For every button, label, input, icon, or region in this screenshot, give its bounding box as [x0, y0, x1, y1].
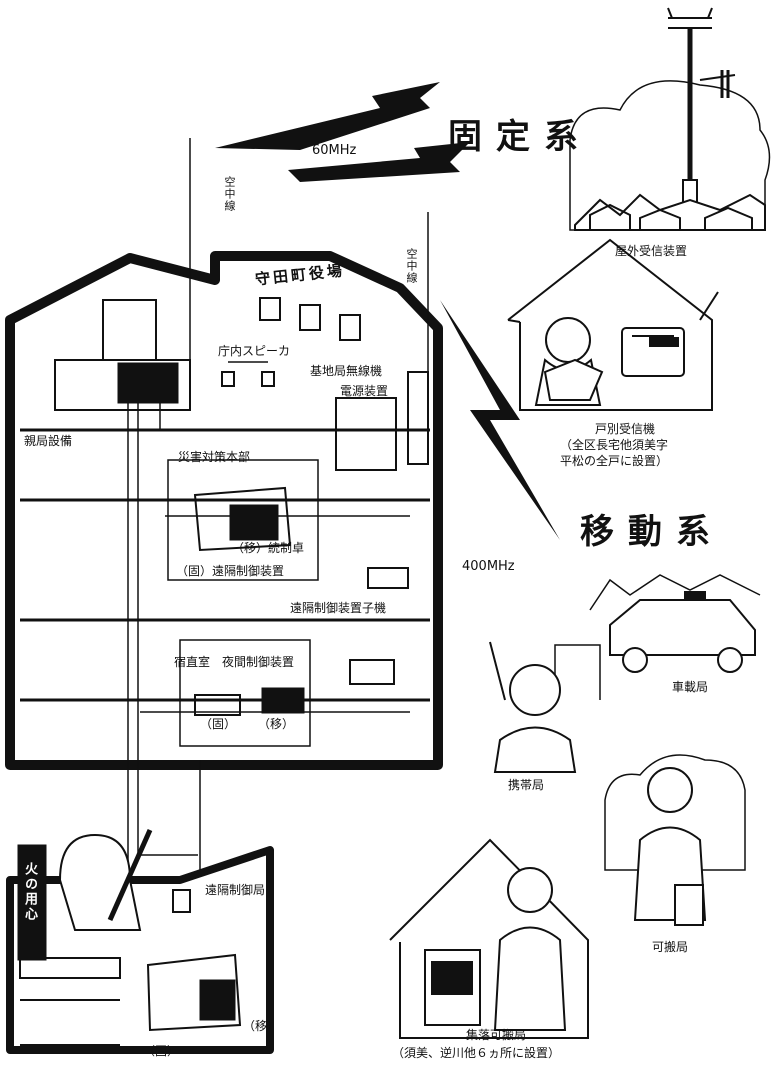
village-station-note: （須美、逆川他６ヵ所に設置） — [392, 1046, 561, 1060]
mobile-system-label: 移動系 — [580, 512, 724, 552]
household-note-1: （全区長宅他須美字 — [560, 438, 669, 452]
vehicle-illustration — [589, 574, 761, 673]
hq-label: 災害対策本部 — [178, 450, 251, 464]
vehicle-station-label: 車載局 — [672, 680, 709, 694]
antenna-left-label: 空中線 — [223, 176, 236, 212]
handheld-person-illustration — [489, 641, 601, 773]
portable-station-label: 可搬局 — [652, 940, 689, 954]
fixed-frequency-label: 60MHz — [312, 143, 357, 158]
mobile-console-label: （移）統制卓 — [232, 541, 305, 555]
remote-station-label: 遠隔制御局 — [205, 883, 266, 897]
outdoor-receiver-illustration — [569, 7, 771, 231]
fire-fixed-label: （固） — [143, 1044, 180, 1058]
power-unit-label: 電源装置 — [340, 384, 389, 398]
fixed-remote-label: （固）遠隔制御装置 — [176, 564, 285, 578]
speakers-label: 庁内スピーカ — [218, 344, 291, 358]
village-station-label: 集落可搬局 — [466, 1028, 527, 1042]
fire-caution-sign: 火の用心 — [22, 862, 37, 922]
base-station-label: 基地局無線機 — [310, 364, 383, 378]
remote-handset-label: 遠隔制御装置子機 — [290, 601, 387, 615]
fire-mobile-label: （移） — [243, 1019, 280, 1033]
night-mobile-label: （移） — [258, 717, 295, 731]
household-receiver-illustration — [507, 238, 719, 411]
fire-station-illustration — [6, 828, 274, 1054]
handheld-station-label: 携帯局 — [508, 778, 545, 792]
night-fixed-label: （固） — [200, 717, 237, 731]
outdoor-receiver-label: 屋外受信装置 — [615, 244, 688, 258]
village-portable-illustration — [389, 838, 589, 1039]
mobile-frequency-label: 400MHz — [462, 559, 515, 574]
mobile-radio-bolt — [440, 300, 560, 540]
fixed-system-label: 固定系 — [448, 117, 592, 157]
control-console-label: 親局設備 — [24, 434, 73, 448]
fixed-radio-bolt-upper — [215, 82, 440, 150]
fixed-radio-bolt-lower — [288, 142, 470, 182]
household-note-2: 平松の全戸に設置） — [560, 454, 669, 468]
town-hall-building — [5, 138, 443, 870]
portable-person-illustration — [604, 754, 746, 926]
antenna-right-label: 空中線 — [405, 248, 418, 284]
night-room-label: 宿直室 夜間制御装置 — [174, 655, 295, 669]
household-receiver-label: 戸別受信機 — [595, 422, 656, 436]
